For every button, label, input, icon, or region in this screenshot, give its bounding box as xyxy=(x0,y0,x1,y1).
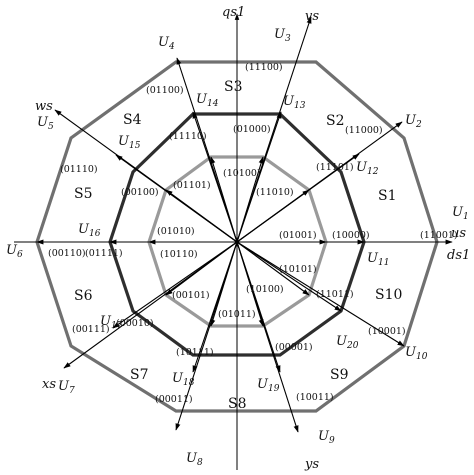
vector-u17 xyxy=(112,241,238,329)
code-label: (10101) xyxy=(279,264,317,275)
vector-inner-4 xyxy=(210,156,238,243)
axis-label-ys: ys xyxy=(304,457,319,472)
code-label: (01101) xyxy=(173,180,211,191)
sector-label-s8: S8 xyxy=(228,396,247,412)
axis-label-vs: vs xyxy=(305,9,319,24)
sector-label-s5: S5 xyxy=(74,186,93,202)
code-label: (11110) xyxy=(169,131,207,142)
vector-inner-9 xyxy=(236,241,264,327)
code-label: (10011) xyxy=(296,392,334,403)
label-u5: U5 xyxy=(37,115,54,132)
code-label: (01010) xyxy=(157,226,195,237)
label-u10: U10 xyxy=(405,345,428,362)
vector-u18 xyxy=(192,241,238,373)
vector-inner-2 xyxy=(236,189,310,243)
label-u1: U1 xyxy=(452,205,469,222)
code-label: (00011) xyxy=(155,394,193,405)
label-u8: U8 xyxy=(186,451,203,468)
label-u13: U13 xyxy=(283,94,306,111)
vector-labels: U1 U2 U3 U4 U5 U6 U7 U8 U9 U10 U11 U12 U… xyxy=(6,27,469,468)
code-label: (10001) xyxy=(368,326,406,337)
label-u11: U11 xyxy=(367,251,389,268)
code-label: (11001) xyxy=(420,230,458,241)
sector-label-s6: S6 xyxy=(74,288,93,304)
code-label: (11010) xyxy=(256,187,294,198)
code-label: (10111) xyxy=(176,347,214,358)
axis-label-ws: ws xyxy=(35,99,53,114)
code-label: (11000) xyxy=(345,125,383,136)
vector-u20 xyxy=(236,241,342,312)
vector-inner-10 xyxy=(236,241,310,296)
code-label: (01110) xyxy=(60,164,98,175)
switching-codes: (11001) (11000) (11100) (01100) (01110) … xyxy=(48,62,458,405)
code-label: (00101) xyxy=(172,290,210,301)
label-u7: U7 xyxy=(58,379,75,396)
label-u6: U6 xyxy=(6,243,23,260)
label-u18: U18 xyxy=(172,371,195,388)
sector-labels: S1 S2 S3 S4 S5 S6 S7 S8 S9 S10 xyxy=(74,79,402,412)
code-label: (01001) xyxy=(279,230,317,241)
label-u15: U15 xyxy=(118,134,141,151)
code-label: (00100) xyxy=(121,187,159,198)
label-u2: U2 xyxy=(405,113,422,130)
code-label: (01000) xyxy=(233,124,271,135)
vector-inner-8 xyxy=(210,241,238,327)
label-u20: U20 xyxy=(336,334,359,351)
axis-label-xs: xs xyxy=(42,377,56,392)
axis-label-ds1: ds1 xyxy=(447,248,470,263)
label-u12: U12 xyxy=(356,160,379,177)
vector-u13 xyxy=(236,111,282,243)
code-label: (01111) xyxy=(85,248,123,259)
label-u16: U16 xyxy=(78,222,101,239)
code-label: (11100) xyxy=(245,62,283,73)
inner-vectors xyxy=(148,156,327,327)
sector-label-s7: S7 xyxy=(130,367,149,383)
axis-label-us: us xyxy=(451,226,466,241)
label-u17: U17 xyxy=(100,314,123,331)
axis-label-qs1: qs1 xyxy=(222,5,245,20)
code-label: (10100) xyxy=(246,284,284,295)
vector-inner-7 xyxy=(165,241,238,296)
vector-u14 xyxy=(192,111,238,243)
label-u3: U3 xyxy=(274,27,291,44)
code-label: (10000) xyxy=(332,230,370,241)
code-label: (00111) xyxy=(72,324,110,335)
code-label: (01100) xyxy=(146,85,184,96)
code-label: (11101) xyxy=(316,162,354,173)
vector-u10 xyxy=(236,241,405,347)
sector-label-s1: S1 xyxy=(378,188,397,204)
sector-label-s4: S4 xyxy=(123,112,142,128)
code-label: (01011) xyxy=(218,309,256,320)
code-label: (00001) xyxy=(275,342,313,353)
label-u19: U19 xyxy=(257,377,280,394)
code-label: (10110) xyxy=(160,249,198,260)
label-u14: U14 xyxy=(196,92,219,109)
code-label: (00110) xyxy=(48,248,86,259)
sector-label-s2: S2 xyxy=(326,113,345,129)
sector-label-s3: S3 xyxy=(224,79,243,95)
code-label: (00010) xyxy=(116,318,154,329)
label-u4: U4 xyxy=(158,35,175,52)
code-label: (11011) xyxy=(316,289,354,300)
sector-label-s10: S10 xyxy=(375,287,402,303)
label-u9: U9 xyxy=(318,429,335,446)
outer-vectors xyxy=(36,16,453,433)
sector-label-s9: S9 xyxy=(330,367,349,383)
vector-inner-3 xyxy=(236,156,264,243)
vector-inner-5 xyxy=(165,189,238,243)
code-label: (10100) xyxy=(223,168,261,179)
